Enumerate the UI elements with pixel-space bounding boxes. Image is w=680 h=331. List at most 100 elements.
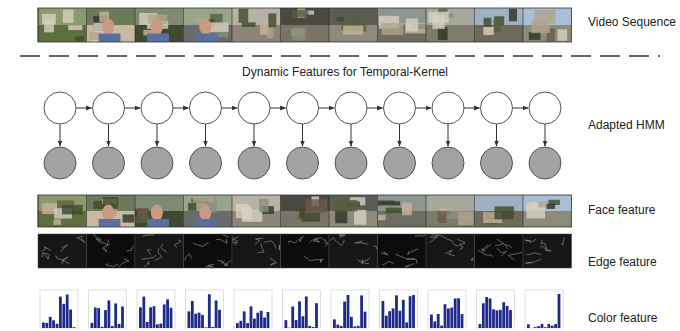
hidden-state bbox=[141, 92, 173, 124]
figure-part bbox=[63, 10, 74, 23]
figure-part bbox=[295, 320, 298, 328]
edge-strip bbox=[38, 234, 572, 268]
edge-line bbox=[216, 239, 227, 243]
figure-part bbox=[151, 205, 163, 221]
figure-part bbox=[194, 314, 197, 328]
figure-part bbox=[499, 310, 502, 328]
row-label: Face feature bbox=[588, 203, 655, 217]
edge-line bbox=[264, 241, 276, 249]
face-strip bbox=[38, 195, 572, 227]
figure-part bbox=[89, 290, 127, 328]
figure-part bbox=[392, 308, 395, 328]
figure-part bbox=[406, 19, 418, 32]
video-frame bbox=[426, 195, 475, 227]
edge-line bbox=[382, 261, 394, 265]
figure-part bbox=[211, 327, 214, 328]
video-frame bbox=[281, 195, 330, 227]
figure-part bbox=[438, 27, 448, 40]
section-heading: Dynamic Features for Temporal-Kernel bbox=[242, 65, 448, 79]
figure-part bbox=[440, 326, 443, 328]
figure-part bbox=[183, 8, 184, 42]
figure-part bbox=[485, 297, 488, 328]
edge-line bbox=[42, 253, 49, 257]
figure-part bbox=[336, 200, 358, 211]
video-frame bbox=[232, 8, 281, 42]
figure-part bbox=[558, 294, 561, 328]
edge-line bbox=[147, 250, 151, 255]
figure-part bbox=[121, 307, 124, 328]
edge-frame bbox=[232, 234, 281, 268]
video-frame bbox=[87, 195, 136, 227]
figure-part bbox=[333, 319, 336, 328]
row-label: Video Sequence bbox=[588, 15, 676, 29]
observation bbox=[529, 147, 561, 179]
edge-line bbox=[478, 250, 493, 257]
figure-part bbox=[239, 321, 242, 328]
figure-part bbox=[347, 295, 350, 328]
figure-part bbox=[259, 199, 269, 212]
transition-arrow bbox=[125, 108, 141, 109]
figure-part bbox=[329, 195, 378, 211]
figure-part bbox=[305, 296, 308, 328]
observation bbox=[44, 147, 76, 179]
transition-arrow bbox=[222, 108, 238, 109]
histogram bbox=[137, 290, 175, 328]
figure-part bbox=[433, 321, 436, 328]
video-frame bbox=[281, 8, 330, 42]
edge-line bbox=[299, 236, 304, 241]
figure-part bbox=[428, 290, 466, 328]
edge-line bbox=[445, 250, 455, 256]
edge-line bbox=[314, 239, 320, 242]
edge-line bbox=[217, 260, 224, 263]
figure-part bbox=[66, 294, 69, 328]
emission-arrow bbox=[157, 124, 158, 146]
figure-part bbox=[288, 327, 291, 328]
figure-part bbox=[547, 324, 550, 328]
edge-frame bbox=[378, 234, 427, 268]
edge-line bbox=[471, 257, 473, 260]
figure-part bbox=[91, 323, 94, 328]
figure-part bbox=[137, 290, 175, 328]
hidden-state bbox=[384, 92, 416, 124]
figure-part bbox=[114, 303, 117, 328]
figure-part bbox=[156, 324, 159, 328]
figure-part bbox=[409, 296, 412, 328]
edge-line bbox=[304, 256, 323, 260]
figure-part bbox=[458, 212, 473, 225]
edge-frame bbox=[475, 234, 524, 268]
figure-part bbox=[482, 303, 485, 328]
edge-line bbox=[161, 244, 167, 253]
transition-arrow bbox=[76, 108, 92, 109]
edge-line bbox=[62, 257, 70, 264]
figure-part bbox=[44, 20, 54, 32]
edge-line bbox=[119, 259, 129, 267]
edge-line bbox=[233, 236, 238, 244]
figure-part bbox=[343, 302, 346, 328]
figure-part bbox=[280, 8, 281, 42]
figure-part bbox=[191, 301, 194, 328]
color-histograms bbox=[40, 290, 563, 328]
figure-part bbox=[399, 311, 402, 328]
figure-part bbox=[188, 311, 191, 328]
edge-line bbox=[355, 241, 368, 245]
figure-part bbox=[54, 219, 61, 225]
emission-arrow bbox=[351, 124, 352, 146]
figure-part bbox=[40, 290, 78, 328]
figure-part bbox=[474, 195, 475, 227]
figure-part bbox=[69, 310, 72, 328]
edge-frame bbox=[135, 234, 184, 268]
edge-line bbox=[482, 244, 491, 250]
figure-part bbox=[205, 327, 208, 329]
figure-part bbox=[159, 324, 162, 328]
video-frame bbox=[135, 195, 184, 227]
figure-part bbox=[426, 195, 475, 211]
figure-part bbox=[541, 324, 544, 328]
figure-part bbox=[315, 303, 318, 328]
video-frame bbox=[184, 8, 233, 42]
edge-line bbox=[127, 245, 134, 251]
figure-part bbox=[530, 327, 533, 328]
figure-part bbox=[343, 26, 363, 35]
edge-line bbox=[337, 239, 344, 245]
emission-arrow bbox=[302, 124, 303, 146]
